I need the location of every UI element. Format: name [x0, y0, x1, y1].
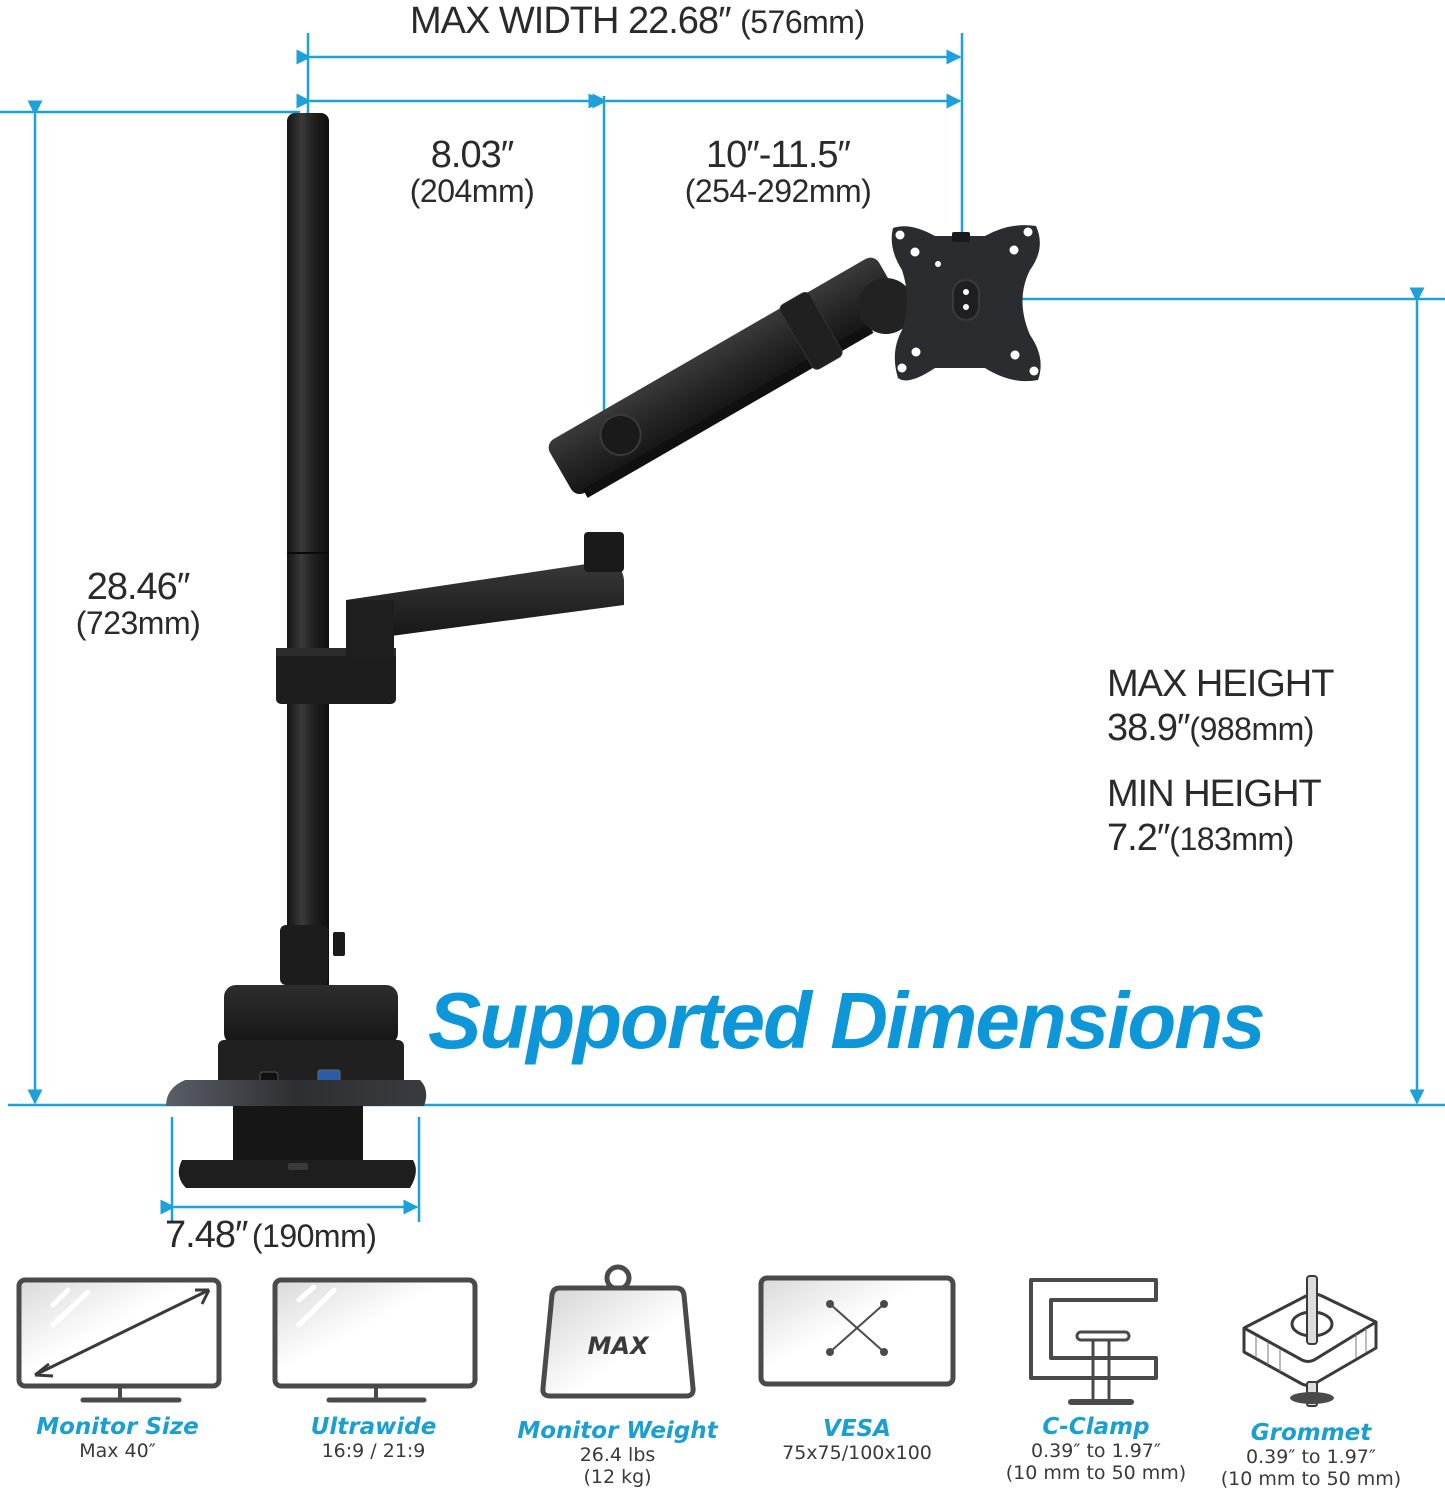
grommet-icon	[1242, 1275, 1378, 1407]
base-width-dimension: 7.48″ (190mm)	[165, 1214, 377, 1257]
max-height-value: 38.9″(988mm)	[1107, 706, 1333, 758]
max-height-label: MAX HEIGHT	[1107, 663, 1334, 705]
pole-height-imperial: 28.46″	[86, 566, 191, 608]
min-height-imperial: 7.2″	[1107, 817, 1170, 859]
spec-value-metric: (10 mm to 50 mm)	[1005, 1462, 1187, 1484]
spec-value: 16:9 / 21:9	[321, 1440, 426, 1462]
spec-value-metric: (12 kg)	[583, 1466, 652, 1488]
base-width-metric: (190mm)	[251, 1218, 377, 1254]
arm-inner-dimension: 8.03″ (204mm)	[410, 134, 535, 210]
arm-outer-dimension: 10″-11.5″ (254-292mm)	[685, 134, 872, 210]
max-width-imperial: MAX WIDTH 22.68″	[410, 0, 732, 42]
arm-inner-metric: (204mm)	[409, 173, 535, 209]
pole-height-dimension: 28.46″ (723mm)	[76, 566, 201, 642]
arm-inner-imperial: 8.03″	[430, 134, 514, 176]
spec-grommet: Grommet 0.39″ to 1.97″ (10 mm to 50 mm)	[1205, 1270, 1417, 1490]
dimension-lines	[0, 33, 1445, 1222]
spec-ultrawide: Ultrawide 16:9 / 21:9	[266, 1270, 481, 1462]
spec-value-metric: (10 mm to 50 mm)	[1220, 1468, 1402, 1490]
spec-title: Monitor Weight	[517, 1418, 718, 1444]
min-height-value: 7.2″(183mm)	[1107, 816, 1333, 868]
spec-title: VESA	[823, 1416, 891, 1442]
weight-icon-text: MAX	[587, 1332, 649, 1360]
vesa-plate	[891, 225, 1041, 382]
max-height-metric: (988mm)	[1189, 711, 1314, 747]
max-height-imperial: 38.9″	[1107, 707, 1190, 749]
headline: Supported Dimensions	[428, 976, 1266, 1065]
spec-value: 0.39″ to 1.97″	[1031, 1440, 1161, 1462]
ultrawide-monitor-icon	[272, 1277, 477, 1403]
spec-monitor-size: Monitor Size Max 40″	[10, 1270, 225, 1462]
arm-outer-metric: (254-292mm)	[684, 173, 872, 209]
weight-icon: MAX	[539, 1264, 696, 1399]
spec-title: Ultrawide	[310, 1414, 437, 1440]
min-height-metric: (183mm)	[1169, 821, 1294, 857]
spec-value: Max 40″	[79, 1440, 156, 1462]
spec-title: Grommet	[1250, 1420, 1372, 1446]
base-width-imperial: 7.48″	[165, 1214, 248, 1256]
spec-c-clamp: C-Clamp 0.39″ to 1.97″ (10 mm to 50 mm)	[990, 1270, 1202, 1484]
max-width-label: MAX WIDTH 22.68″ (576mm)	[410, 0, 865, 43]
height-range: MAX HEIGHT 38.9″(988mm) MIN HEIGHT 7.2″(…	[1107, 662, 1334, 868]
arm-outer-imperial: 10″-11.5″	[706, 134, 851, 176]
spec-value: 75x75/100x100	[782, 1442, 932, 1464]
spec-title: Monitor Size	[36, 1414, 199, 1440]
spec-monitor-weight: MAX Monitor Weight 26.4 lbs (12 kg)	[510, 1262, 725, 1488]
spec-title: C-Clamp	[1042, 1414, 1150, 1440]
spec-value: 0.39″ to 1.97″	[1246, 1446, 1376, 1468]
monitor-arm-diagram	[0, 33, 1445, 1222]
spec-value: 26.4 lbs	[579, 1444, 656, 1466]
c-clamp-icon	[1029, 1278, 1158, 1405]
monitor-diagonal-icon	[16, 1277, 221, 1403]
pole-height-metric: (723mm)	[75, 605, 201, 641]
monitor-arm-product	[166, 113, 1041, 1188]
max-width-metric: (576mm)	[740, 4, 865, 40]
vesa-pattern-icon	[758, 1275, 956, 1387]
spec-vesa: VESA 75x75/100x100	[752, 1270, 962, 1464]
min-height-label: MIN HEIGHT	[1107, 773, 1322, 815]
